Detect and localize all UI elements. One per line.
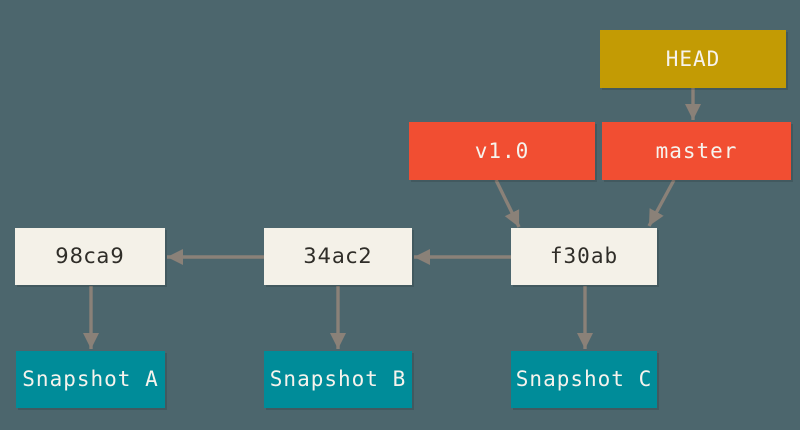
snapshot-a-label: Snapshot A <box>22 367 159 391</box>
head-pointer-label: HEAD <box>665 46 721 71</box>
snapshot-b-box: Snapshot B <box>264 351 412 408</box>
commit-34ac2-label: 34ac2 <box>303 244 373 268</box>
snapshot-c-label: Snapshot C <box>515 367 653 391</box>
branch-master-box: master <box>602 122 791 180</box>
tag-v1-0-label: v1.0 <box>474 138 530 163</box>
commit-f30ab-box: f30ab <box>511 228 657 285</box>
branch-master-label: master <box>655 138 738 163</box>
commit-98ca9-box: 98ca9 <box>15 228 165 285</box>
head-pointer-box: HEAD <box>600 30 786 88</box>
commit-f30ab-label: f30ab <box>549 244 619 268</box>
commit-34ac2-box: 34ac2 <box>264 228 412 285</box>
snapshot-b-label: Snapshot B <box>269 367 407 391</box>
snapshot-a-box: Snapshot A <box>16 351 165 408</box>
arrow-v1-0-to-f30ab <box>494 179 521 228</box>
commit-98ca9-label: 98ca9 <box>55 244 125 268</box>
arrow-master-to-f30ab <box>647 179 676 227</box>
tag-v1-0-box: v1.0 <box>409 122 595 180</box>
snapshot-c-box: Snapshot C <box>511 351 657 408</box>
